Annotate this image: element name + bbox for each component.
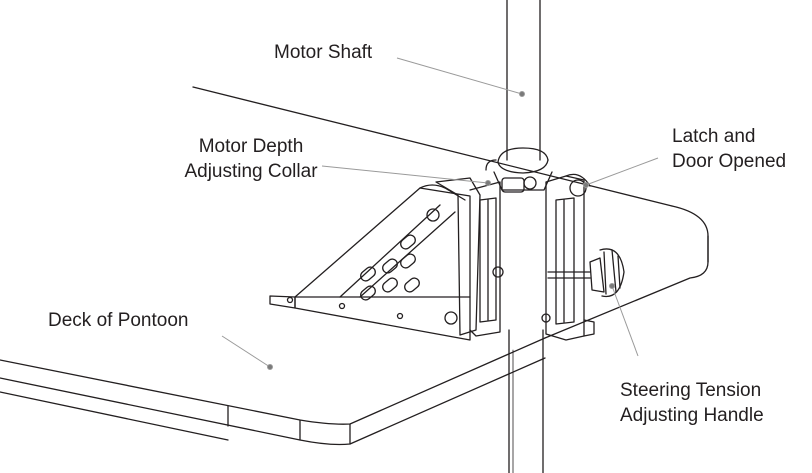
leader-dot-motor-shaft [519,91,525,97]
label-motor-shaft-text: Motor Shaft [274,42,373,63]
leader-latch [585,157,659,186]
label-deck: Deck of Pontoon [48,308,188,333]
clamp-housing [469,173,595,341]
label-tension-handle-line1: Steering Tension [620,380,762,401]
depth-collar [485,147,553,193]
label-latch: Latch and Door Opened [672,124,786,174]
leader-motor-shaft [396,57,523,95]
label-depth-collar-line1: Motor Depth [198,136,304,157]
leader-dot-deck [267,364,273,370]
label-depth-collar: Motor Depth Adjusting Collar [176,134,326,184]
label-latch-line2: Door Opened [672,151,787,172]
mount-bracket [269,177,481,341]
leader-deck [221,335,271,368]
leader-tension-handle [611,285,639,357]
leader-lines [221,57,659,370]
label-latch-line1: Latch and [672,126,756,147]
tension-handle [547,248,625,298]
leader-depth-collar [321,165,489,184]
label-deck-text: Deck of Pontoon [48,310,189,331]
leader-dot-depth-collar [485,180,491,186]
label-depth-collar-line2: Adjusting Collar [184,161,318,182]
leader-dot-tension-handle [609,283,615,289]
label-tension-handle: Steering Tension Adjusting Handle [620,378,764,428]
label-tension-handle-line2: Adjusting Handle [620,405,764,426]
pontoon-deck [0,86,709,446]
label-motor-shaft: Motor Shaft [274,40,372,65]
motor-shaft [506,0,544,473]
leader-dot-latch [583,182,589,188]
